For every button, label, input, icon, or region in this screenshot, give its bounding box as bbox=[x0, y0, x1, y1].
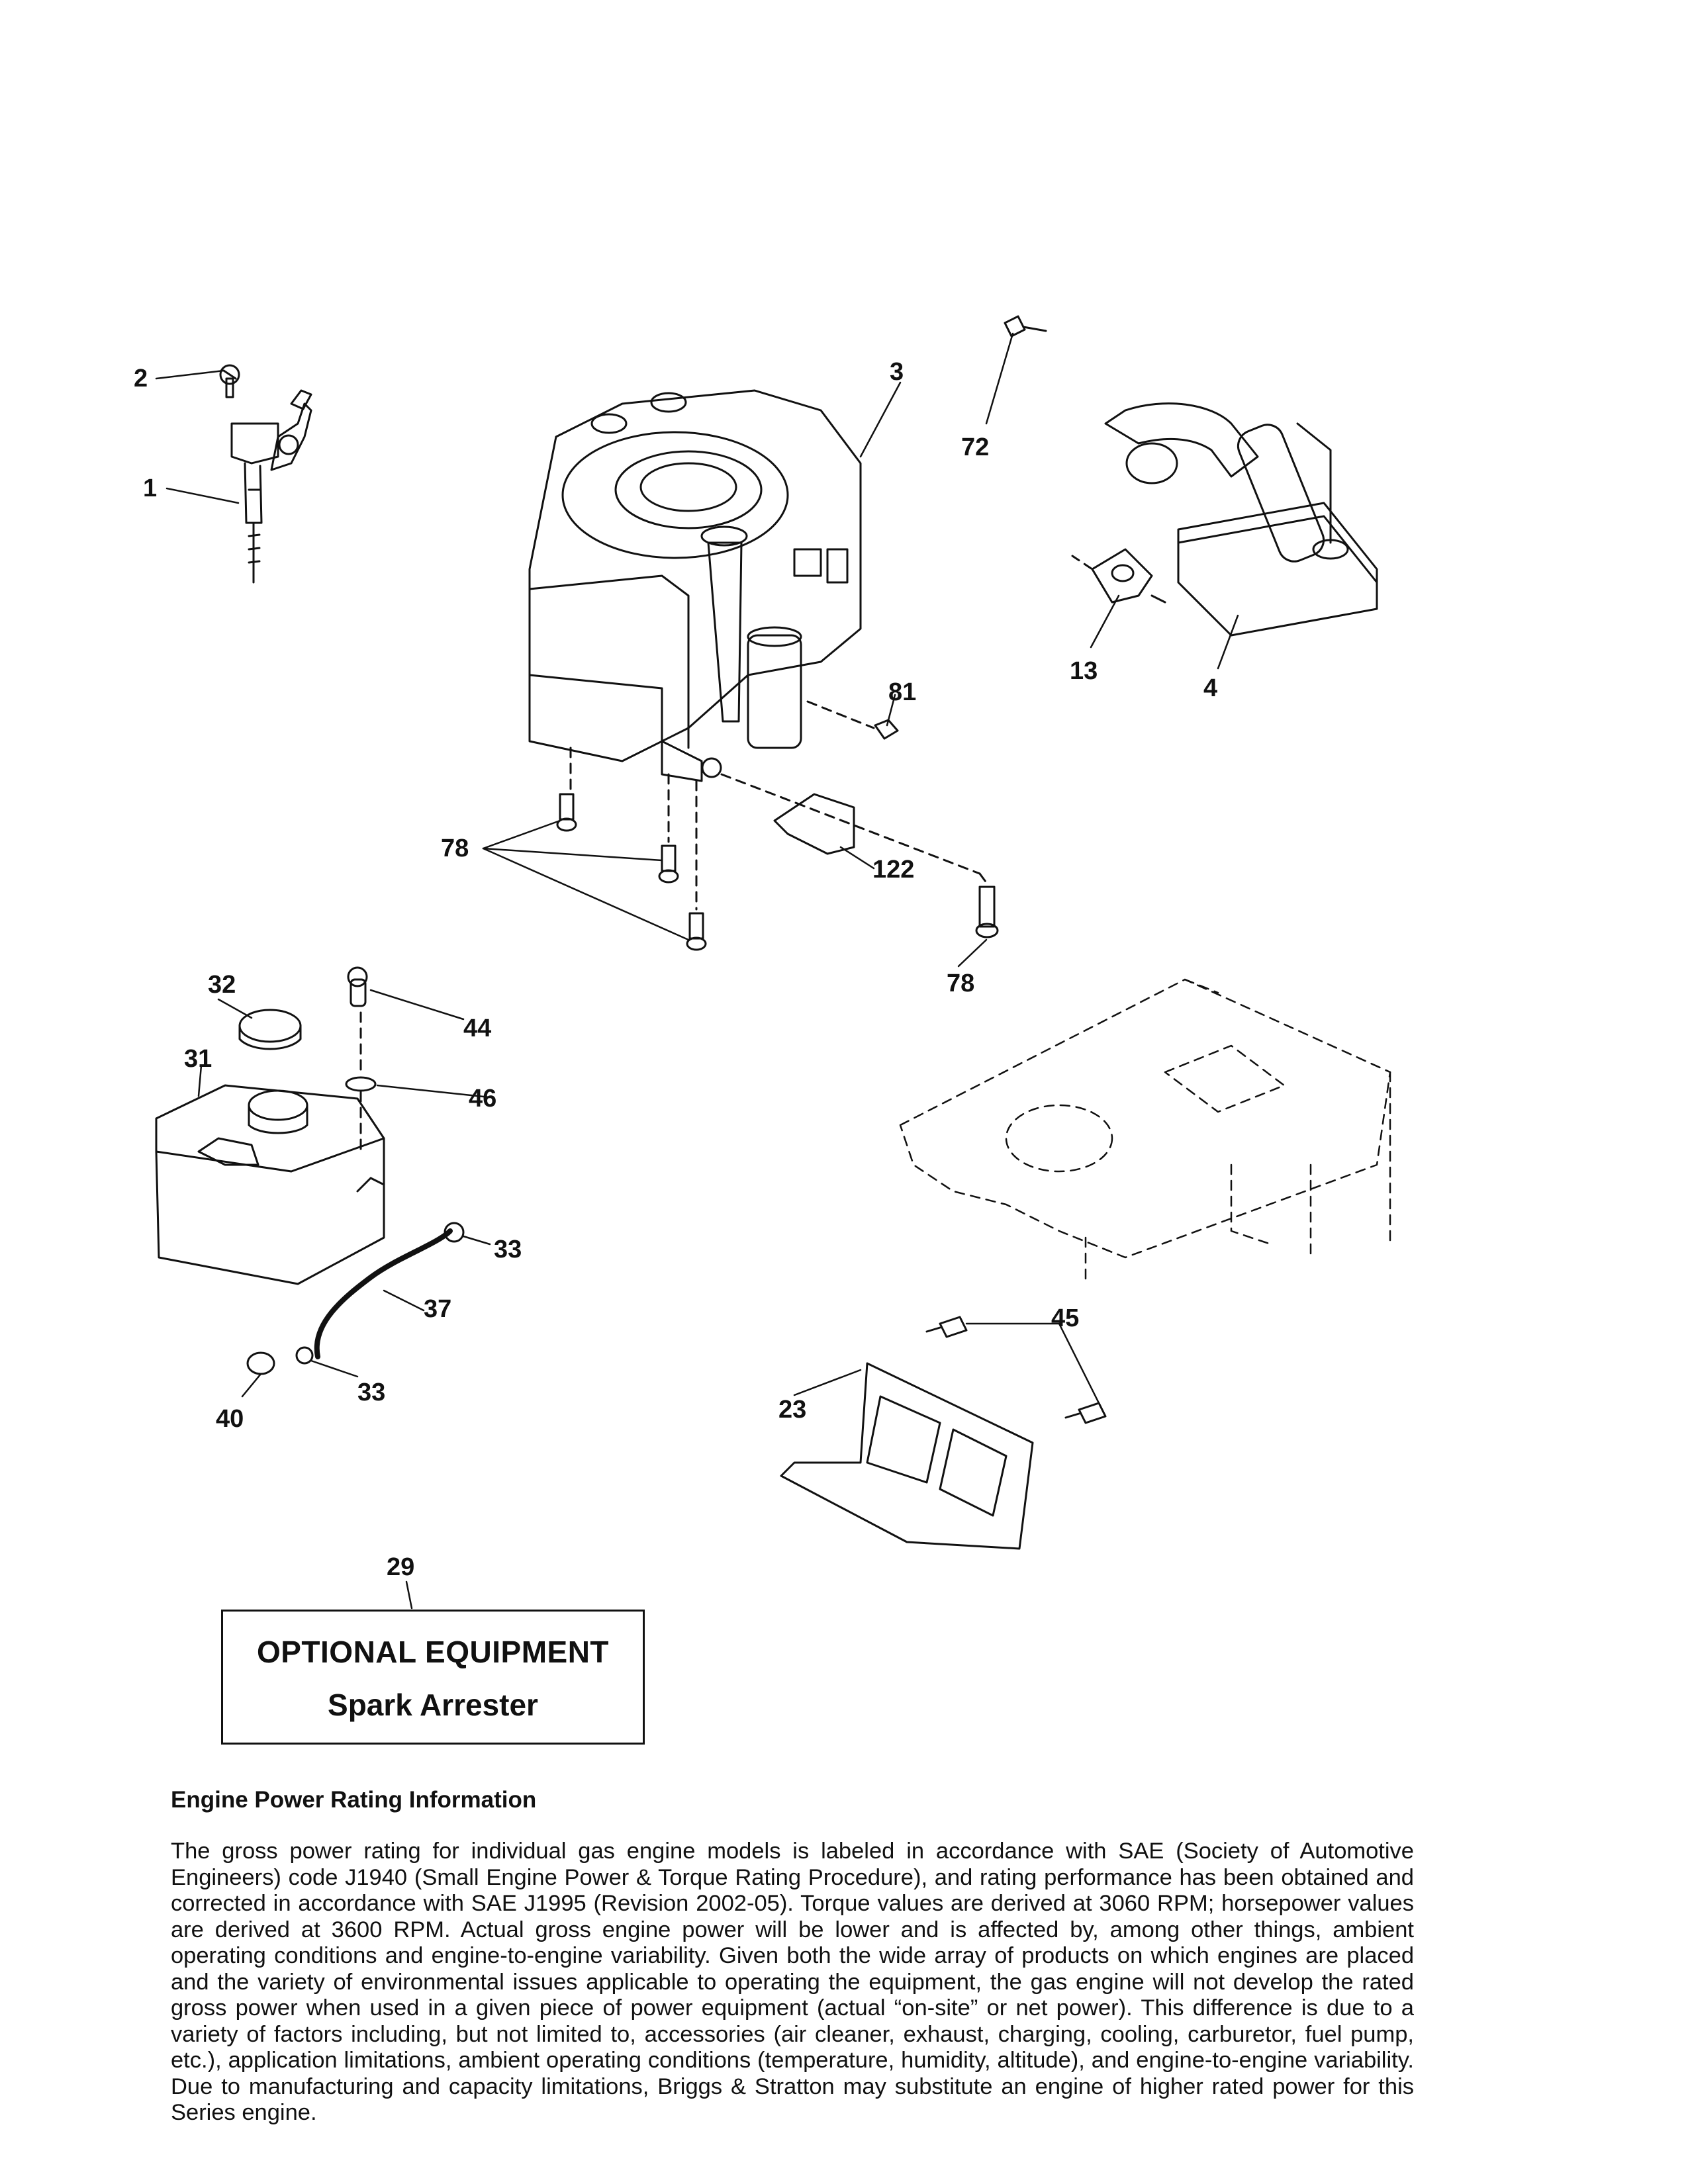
parts-diagram: 2 1 3 72 13 4 81 78 122 78 32 44 31 46 3… bbox=[134, 315, 1391, 1610]
callout-81: 81 bbox=[888, 678, 916, 706]
leader-lines bbox=[155, 332, 1239, 1610]
callout-32: 32 bbox=[208, 971, 236, 999]
optional-equipment-title: OPTIONAL EQUIPMENT bbox=[256, 1635, 610, 1669]
callout-44: 44 bbox=[463, 1015, 491, 1042]
frame-drawing bbox=[899, 978, 1391, 1285]
callout-45: 45 bbox=[1051, 1304, 1079, 1332]
callout-122: 122 bbox=[872, 856, 914, 884]
callout-40: 40 bbox=[216, 1405, 244, 1433]
fuel-tank-drawing bbox=[155, 966, 465, 1375]
callout-4: 4 bbox=[1203, 674, 1217, 702]
callout-2: 2 bbox=[134, 365, 148, 392]
callout-78-a: 78 bbox=[441, 835, 469, 862]
callout-46: 46 bbox=[469, 1085, 496, 1113]
callout-29: 29 bbox=[387, 1553, 414, 1581]
callout-3: 3 bbox=[890, 358, 904, 386]
callout-13: 13 bbox=[1070, 657, 1098, 685]
callout-72: 72 bbox=[961, 433, 989, 461]
callout-31: 31 bbox=[184, 1045, 212, 1073]
engine-drawing bbox=[528, 389, 862, 782]
optional-equipment-box: OPTIONAL EQUIPMENT Spark Arrester bbox=[221, 1610, 645, 1745]
hardware-drawing bbox=[556, 700, 999, 951]
optional-equipment-item: Spark Arrester bbox=[328, 1688, 538, 1722]
callout-78-b: 78 bbox=[947, 970, 974, 997]
muffler-drawing bbox=[1004, 315, 1378, 637]
heat-shield-drawing bbox=[780, 1316, 1107, 1550]
rating-body-text: The gross power rating for individual ga… bbox=[171, 1839, 1414, 2125]
callout-33-b: 33 bbox=[357, 1379, 385, 1406]
callout-37: 37 bbox=[424, 1295, 451, 1323]
throttle-control-drawing bbox=[219, 364, 312, 584]
callout-33-a: 33 bbox=[494, 1236, 522, 1263]
callout-23: 23 bbox=[778, 1396, 806, 1424]
callout-1: 1 bbox=[143, 475, 157, 502]
rating-heading: Engine Power Rating Information bbox=[171, 1787, 537, 1813]
